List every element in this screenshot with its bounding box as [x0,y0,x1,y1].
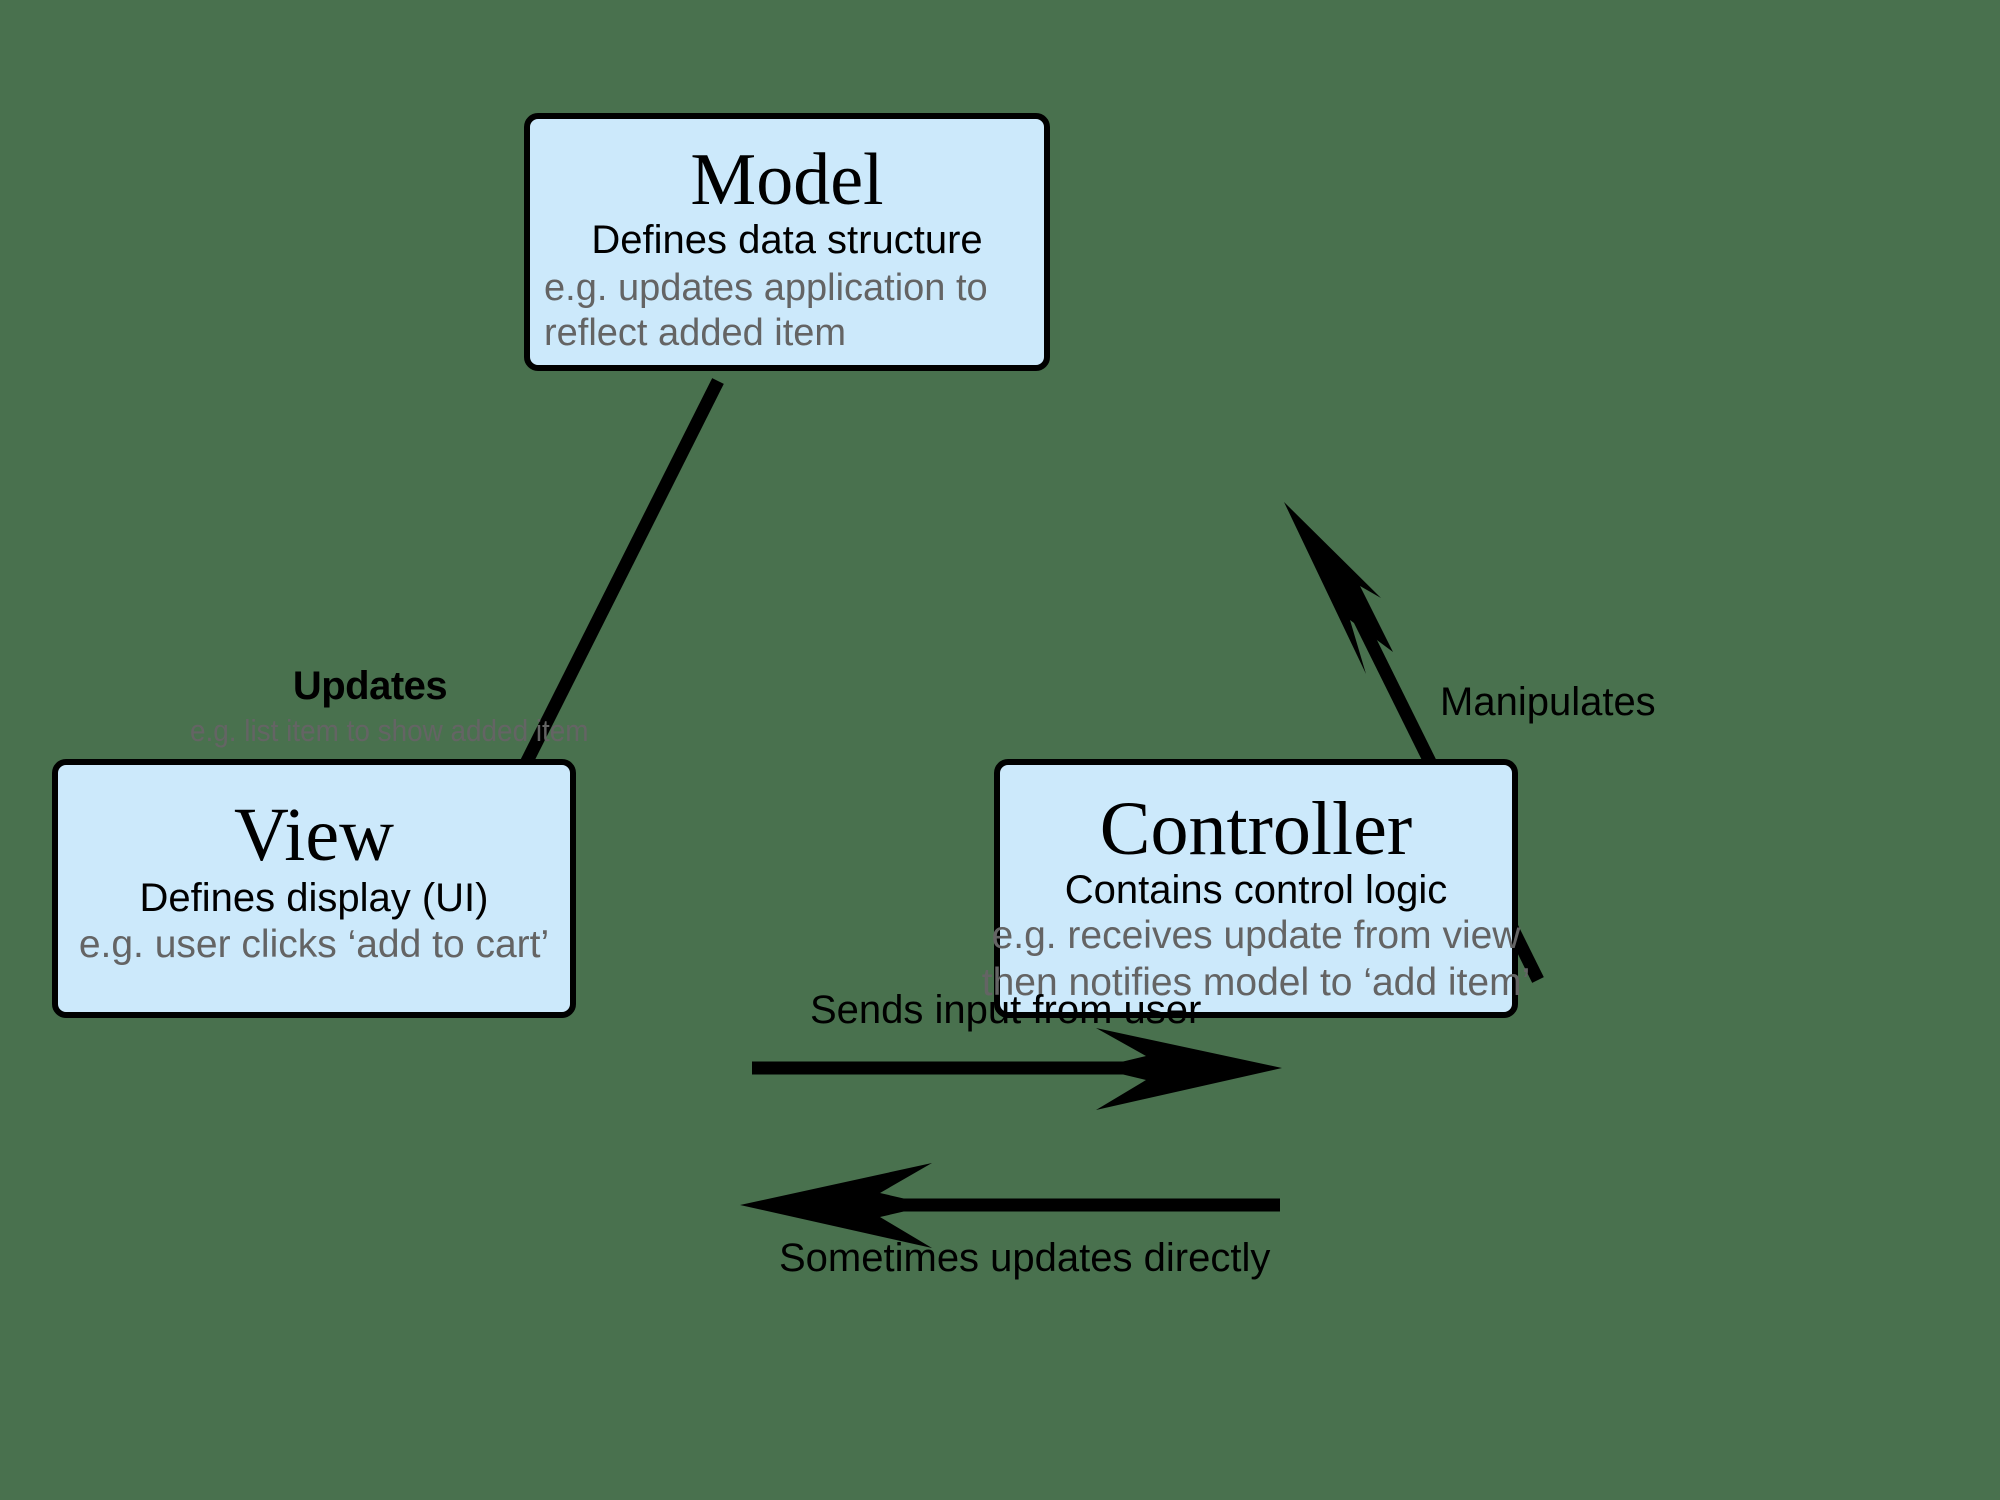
node-controller[interactable]: Controller Contains control logic e.g. r… [982,759,1530,1018]
edge-label-sometimes-updates-text: Sometimes updates directly [779,1236,1271,1280]
node-model[interactable]: Model Defines data structure e.g. update… [524,113,1050,371]
node-controller-example-line2: then notifies model to ‘add item’ [981,961,1531,1005]
node-controller-example-line1: e.g. receives update from view [991,914,1521,958]
node-view-title: View [233,793,395,877]
edge-label-view-to-controller: Sends input from user [810,988,1201,1033]
edge-view-to-controller [752,1028,1282,1110]
node-view[interactable]: View Defines display (UI) e.g. user clic… [52,759,576,1018]
node-model-subtitle: Defines data structure [591,218,983,262]
node-controller-subtitle: Contains control logic [1064,868,1448,912]
edge-label-controller-to-model: Manipulates [1440,680,1656,725]
edge-label-sends-input-text: Sends input from user [810,988,1202,1032]
edge-controller-to-view [740,1163,1280,1248]
edge-label-manipulates-text: Manipulates [1440,680,1656,724]
node-model-example-line1: e.g. updates application to reflect [544,267,988,355]
edge-label-controller-to-view: Sometimes updates directly [779,1236,1270,1281]
node-model-example: e.g. updates application to reflect adde… [530,266,1044,356]
node-model-title: Model [690,139,884,221]
edge-label-updates-text: Updates [292,664,448,708]
edge-label-updates-example: e.g. list item to show added item [190,713,589,748]
node-controller-title: Controller [1099,787,1413,871]
edge-label-model-to-view: Updates e.g. list item to show added ite… [170,664,589,749]
node-view-subtitle: Defines display (UI) [139,876,489,920]
node-model-example-line2: added item [658,312,847,355]
node-view-example: e.g. user clicks ‘add to cart’ [78,923,550,967]
